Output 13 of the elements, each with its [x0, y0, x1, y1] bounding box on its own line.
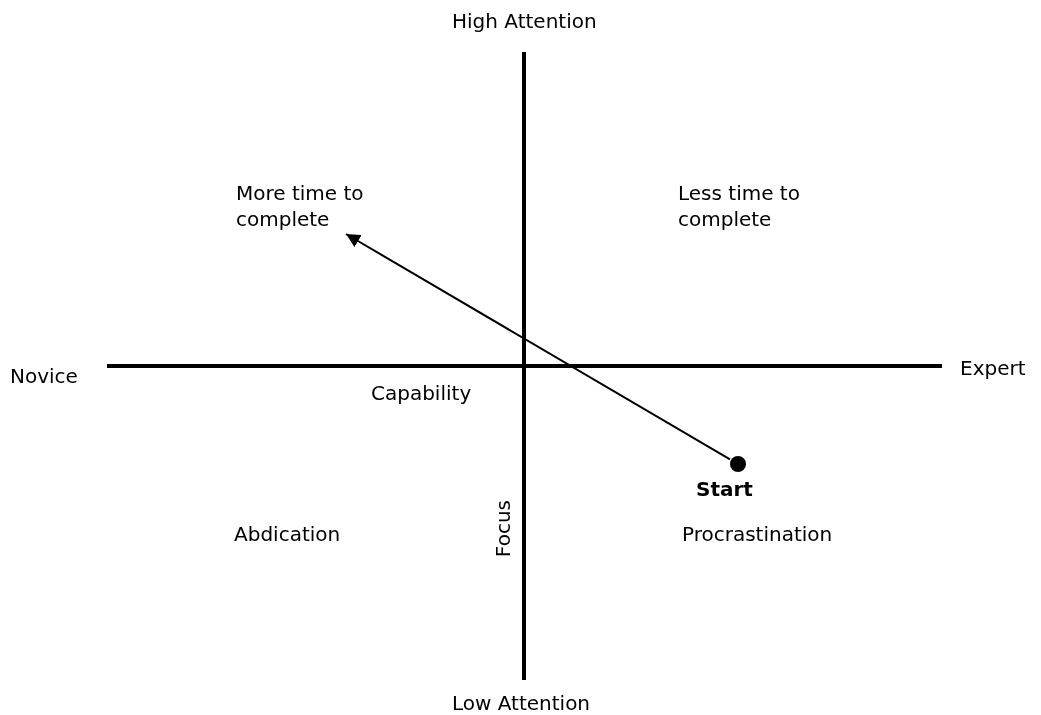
quadrant-note: Less time to complete: [678, 180, 801, 232]
axis-end-label: Expert: [960, 355, 1026, 381]
axis-end-label: Low Attention: [452, 690, 591, 715]
quadrant-label: Procrastination: [682, 521, 833, 547]
axis-end-label: Novice: [10, 363, 78, 389]
quadrant-label: Abdication: [234, 521, 341, 547]
quadrant-note: More time to complete: [236, 180, 364, 234]
start-dot: [730, 456, 746, 472]
axis-title: Focus: [490, 500, 516, 558]
start-label: Start: [696, 476, 753, 502]
axis-end-label: High Attention: [452, 8, 597, 34]
axis-title: Capability: [371, 380, 472, 406]
arrow: [345, 233, 731, 461]
